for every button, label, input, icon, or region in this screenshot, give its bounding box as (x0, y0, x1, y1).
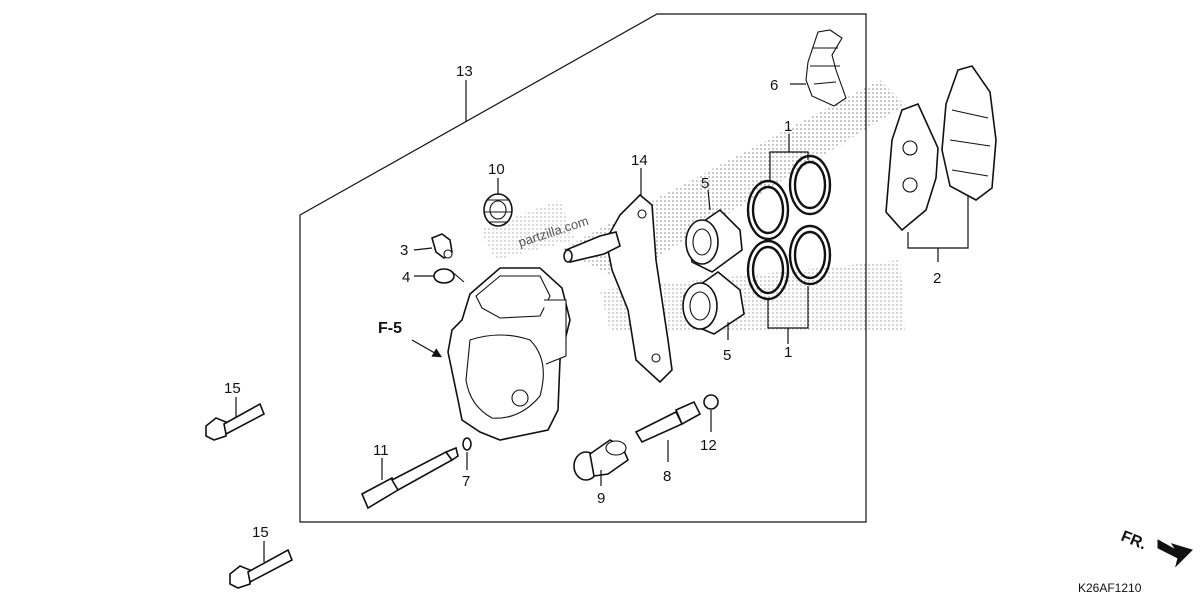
brake-pad-outer (941, 65, 997, 201)
front-direction-arrow (1157, 539, 1193, 568)
callout-6: 6 (770, 77, 778, 94)
callout-1-top: 1 (784, 118, 792, 135)
callout-5-top: 5 (701, 175, 709, 192)
mounting-bolt-upper (205, 402, 266, 441)
callout-13: 13 (456, 63, 473, 80)
brake-pad-inner (885, 102, 939, 232)
piston-seals (746, 154, 832, 301)
callout-5-bottom: 5 (723, 347, 731, 364)
callout-10: 10 (488, 161, 505, 178)
banjo-bolt (573, 439, 629, 481)
callout-15-upper: 15 (224, 380, 241, 397)
front-label: FR. (1119, 528, 1149, 553)
slide-pin (634, 400, 702, 444)
callout-12: 12 (700, 437, 717, 454)
pin-boot (483, 193, 513, 227)
pad-spring (805, 29, 847, 107)
callout-2: 2 (933, 270, 941, 287)
bleeder-cap (433, 268, 465, 284)
pistons (682, 208, 745, 335)
callout-4: 4 (402, 269, 410, 286)
caliper-pin-bolt (360, 446, 459, 510)
callout-14: 14 (631, 152, 648, 169)
callout-8: 8 (663, 468, 671, 485)
callout-15-lower: 15 (252, 524, 269, 541)
caliper-bracket (563, 193, 673, 384)
caliper-body (447, 267, 571, 441)
callout-3: 3 (400, 242, 408, 259)
washer-12 (703, 394, 719, 410)
callout-11: 11 (373, 442, 389, 459)
washer-7 (462, 437, 472, 451)
diagram-code: K26AF1210 (1078, 581, 1142, 595)
reference-label-f5: F-5 (378, 320, 402, 337)
callout-9: 9 (597, 490, 605, 507)
callout-7: 7 (462, 473, 470, 490)
callout-1-bottom: 1 (784, 344, 792, 361)
assembly-frame (299, 13, 867, 523)
mounting-bolt-lower (229, 548, 294, 589)
bleeder-screw (431, 233, 453, 259)
